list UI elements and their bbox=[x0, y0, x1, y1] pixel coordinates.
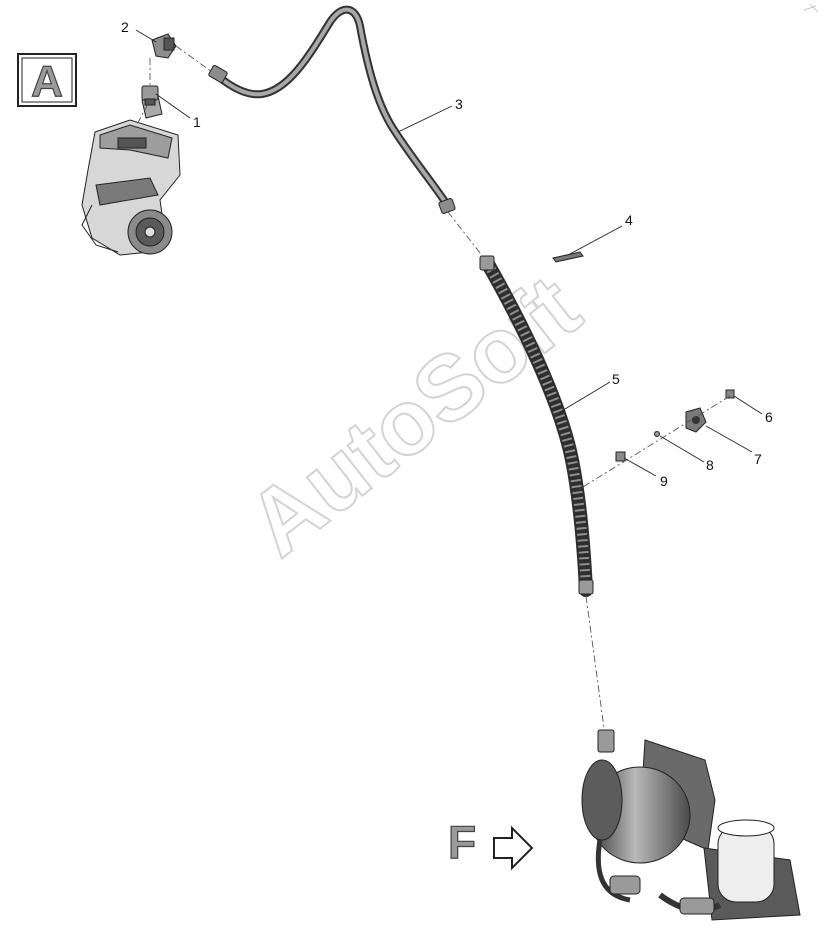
clip-part-4-icon bbox=[552, 251, 584, 263]
callout-3: 3 bbox=[455, 96, 463, 112]
callout-6: 6 bbox=[765, 409, 773, 425]
washer-part-8-icon bbox=[654, 431, 660, 437]
svg-text:F: F bbox=[448, 816, 476, 868]
corner-mark bbox=[803, 3, 819, 13]
callout-2: 2 bbox=[121, 19, 129, 35]
reference-label-f: F bbox=[447, 815, 476, 868]
fitting-part-1-icon bbox=[141, 85, 159, 106]
callout-7: 7 bbox=[754, 451, 762, 467]
callout-5: 5 bbox=[612, 371, 620, 387]
watermark: AutoSoft bbox=[230, 256, 599, 575]
elbow-fitting-part-2-icon bbox=[151, 33, 177, 59]
assembly-lines bbox=[134, 45, 731, 729]
clamp-part-7-icon bbox=[685, 407, 707, 433]
bolt-part-6-icon bbox=[725, 389, 735, 399]
arrow-right-icon bbox=[493, 825, 534, 871]
callout-4: 4 bbox=[625, 212, 633, 228]
nut-part-9-icon bbox=[615, 451, 626, 462]
svg-text:A: A bbox=[31, 57, 63, 106]
view-label-a: A bbox=[17, 53, 77, 107]
pipe-part-3-icon bbox=[208, 5, 456, 214]
air-compressor-icon bbox=[81, 95, 181, 256]
callout-1: 1 bbox=[193, 114, 201, 130]
callout-leaders bbox=[135, 29, 763, 477]
flex-hose-part-5-icon bbox=[479, 255, 594, 597]
callout-8: 8 bbox=[706, 457, 714, 473]
callout-9: 9 bbox=[660, 473, 668, 489]
air-tank-dryer-icon bbox=[581, 729, 801, 921]
